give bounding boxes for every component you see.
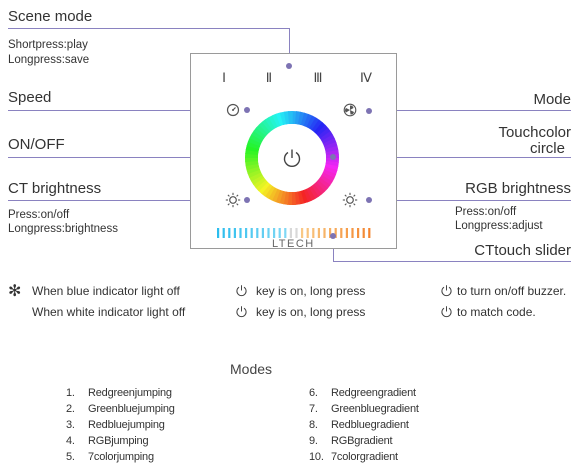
note-row2-c: to match code. <box>457 305 536 319</box>
power-icon <box>441 285 452 297</box>
slider-tick <box>284 228 287 238</box>
note-row1-c: to turn on/off buzzer. <box>457 284 567 298</box>
slider-tick <box>334 228 337 238</box>
list-item: 10.7colorgradient <box>309 451 398 463</box>
list-item: 3.Redbluejumping <box>66 419 165 431</box>
slider-tick <box>368 228 371 238</box>
mode-label: Mode <box>533 91 571 108</box>
touchcolor-label-2: circle <box>529 140 565 157</box>
mode-connector <box>353 110 571 111</box>
brand-logo: LTECH <box>272 238 315 250</box>
mode-fan-icon[interactable] <box>343 103 357 117</box>
rgb-longpress-label: Longpress:adjust <box>455 220 543 232</box>
ct-longpress-label: Longpress:brightness <box>8 223 118 235</box>
rgb-brightness-indicator-dot <box>366 197 372 203</box>
list-item: 6.Redgreengradient <box>309 387 416 399</box>
slider-tick <box>323 228 326 238</box>
slider-tick <box>295 228 298 238</box>
list-item: 9.RGBgradient <box>309 435 393 447</box>
slider-tick <box>312 228 315 238</box>
slider-tick <box>245 228 248 238</box>
speed-indicator-dot <box>244 107 250 113</box>
slider-tick <box>351 228 354 238</box>
list-item: 4.RGBjumping <box>66 435 149 447</box>
speed-connector <box>8 110 232 111</box>
rgb-brightness-label: RGB brightness <box>465 180 571 197</box>
ct-brightness-sun-icon[interactable] <box>225 192 241 208</box>
touchcolor-label-1: Touchcolor <box>498 124 571 141</box>
slider-tick <box>228 228 231 238</box>
scene-button-4[interactable]: Ⅳ <box>360 70 372 85</box>
slider-tick <box>317 228 320 238</box>
power-icon[interactable] <box>281 147 303 169</box>
onoff-connector <box>8 157 290 158</box>
slider-indicator-dot <box>330 233 336 239</box>
slider-tick <box>256 228 259 238</box>
scene-underline <box>8 28 290 29</box>
slider-tick <box>239 228 242 238</box>
scene-button-3[interactable]: Ⅲ <box>313 70 323 85</box>
longpress-save-label: Longpress:save <box>8 54 90 66</box>
modes-title: Modes <box>230 361 273 377</box>
list-item: 1.Redgreenjumping <box>66 387 172 399</box>
shortpress-label: Shortpress:play <box>8 39 88 51</box>
note-row1-a: When blue indicator light off <box>32 284 180 298</box>
power-icon <box>441 306 452 318</box>
modes-list-left: 1.Redgreenjumping 2.Greenbluejumping 3.R… <box>66 387 175 467</box>
slider-tick <box>233 228 236 238</box>
slider-tick <box>261 228 264 238</box>
slider-tick <box>222 228 225 238</box>
rgb-brightness-connector <box>353 200 571 201</box>
scene-button-2[interactable]: Ⅱ <box>265 70 273 85</box>
modes-list-right: 6.Redgreengradient 7.Greenbluegradient 8… <box>309 387 419 467</box>
scene-button-1[interactable]: Ⅰ <box>222 70 226 85</box>
touchcolor-indicator-dot <box>330 154 336 160</box>
touch-color-wheel[interactable] <box>245 111 339 205</box>
onoff-label: ON/OFF <box>8 136 65 153</box>
slider-tick <box>289 228 292 238</box>
mode-indicator-dot <box>366 108 372 114</box>
asterisk-icon: ✻ <box>8 283 22 300</box>
note-row2-a: When white indicator light off <box>32 305 186 319</box>
ct-brightness-label: CT brightness <box>8 180 102 197</box>
ct-brightness-indicator-dot <box>244 197 250 203</box>
list-item: 8.Redbluegradient <box>309 419 409 431</box>
slider-tick <box>345 228 348 238</box>
scene-indicator-dot <box>286 63 292 69</box>
list-item: 7.Greenbluegradient <box>309 403 419 415</box>
slider-tick <box>357 228 360 238</box>
rgb-brightness-sun-icon[interactable] <box>342 192 358 208</box>
speed-dial-icon[interactable] <box>226 103 240 117</box>
slider-tick <box>362 228 365 238</box>
slider-tick <box>278 228 281 238</box>
slider-tick <box>267 228 270 238</box>
scene-mode-label: Scene mode <box>8 8 93 25</box>
power-icon <box>236 306 247 318</box>
scene-connector <box>289 28 290 66</box>
speed-label: Speed <box>8 89 52 106</box>
ct-press-label: Press:on/off <box>8 209 70 221</box>
slider-connector-h <box>333 261 571 262</box>
note-row1-b: key is on, long press <box>256 284 366 298</box>
slider-tick <box>306 228 309 238</box>
touchcolor-connector <box>333 157 571 158</box>
list-item: 2.Greenbluejumping <box>66 403 175 415</box>
list-item: 5.7colorjumping <box>66 451 154 463</box>
slider-tick <box>217 228 220 238</box>
power-icon <box>236 285 247 297</box>
rgb-press-label: Press:on/off <box>455 206 517 218</box>
note-row2-b: key is on, long press <box>256 305 366 319</box>
slider-tick <box>301 228 304 238</box>
slider-connector-v <box>333 236 334 262</box>
ct-brightness-connector <box>8 200 232 201</box>
slider-tick <box>273 228 276 238</box>
slider-tick <box>250 228 253 238</box>
slider-tick <box>340 228 343 238</box>
ct-slider-label: CTtouch slider <box>474 242 571 259</box>
